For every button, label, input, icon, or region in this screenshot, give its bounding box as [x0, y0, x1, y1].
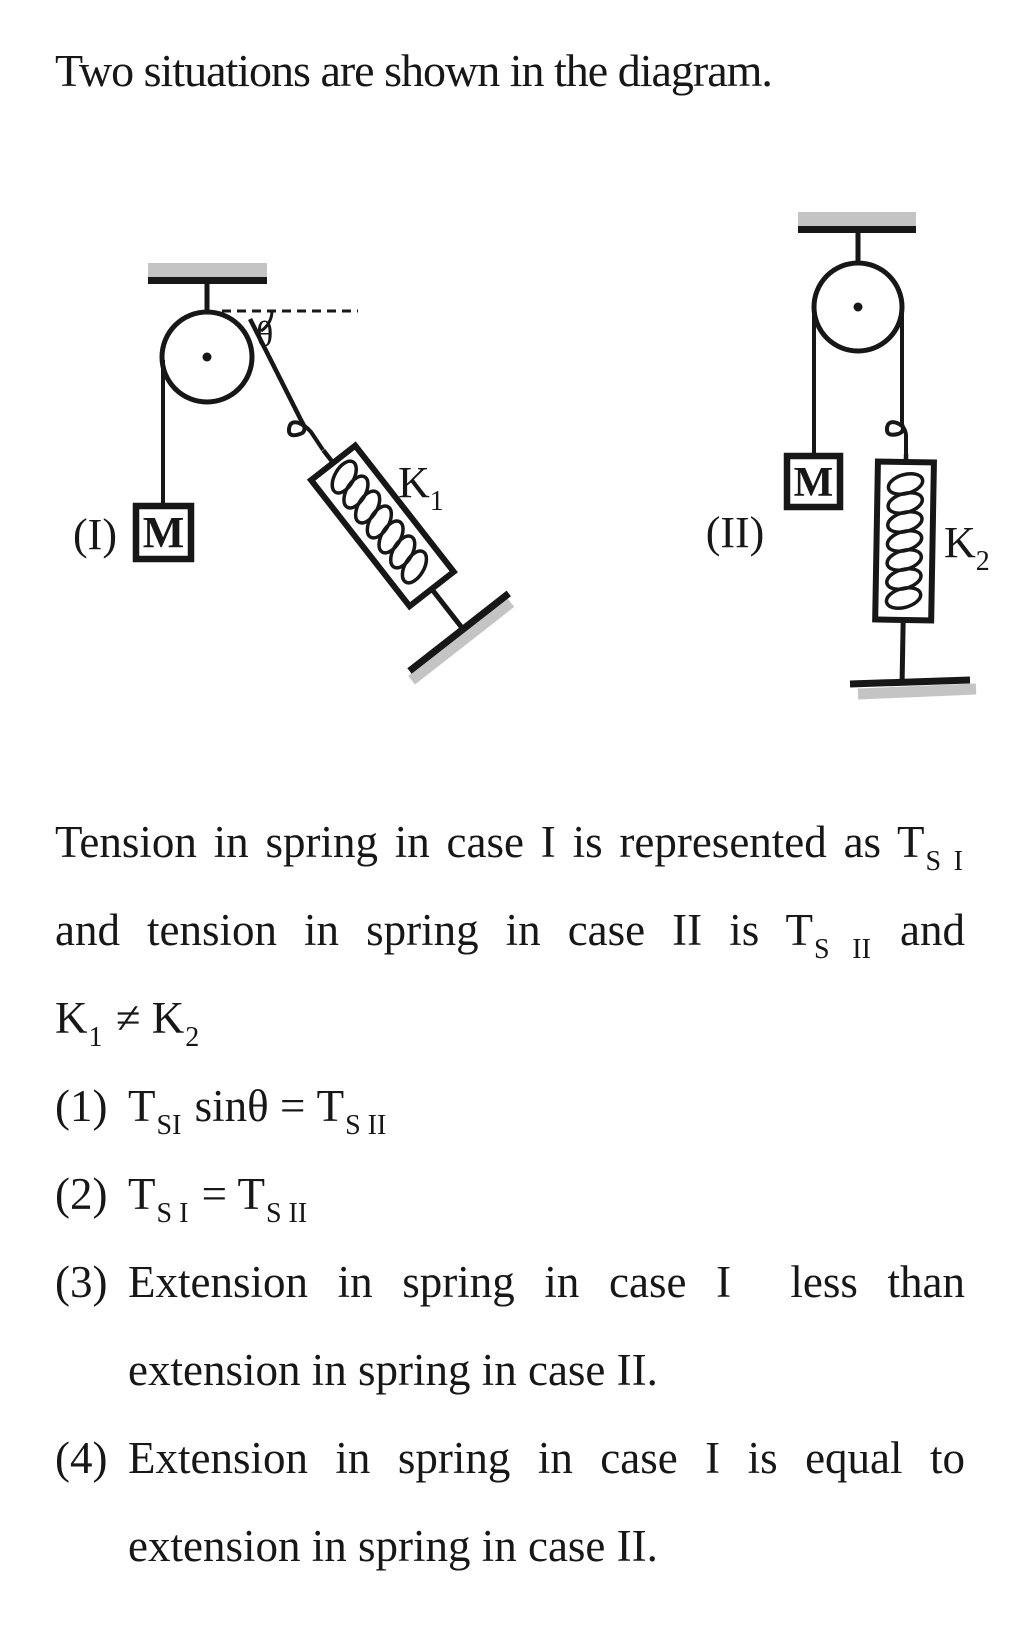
- pulley-axle: [202, 352, 212, 362]
- floor-line: [849, 676, 971, 688]
- option-3-number: (3): [55, 1257, 108, 1307]
- hook-curl: [286, 420, 325, 452]
- coil-loop: [884, 585, 923, 610]
- tension-subscript: S I: [156, 1198, 189, 1229]
- figure-diagrams: θ M (I) K1: [73, 212, 990, 700]
- question-title: Two situations are shown in the diagram.: [55, 45, 773, 96]
- question-text-block: Tension in spring in case I is represent…: [0, 798, 1024, 1590]
- k2-subscript: 2: [185, 1022, 200, 1053]
- mass-box: [132, 502, 195, 563]
- spring-case: [872, 458, 937, 624]
- option-3[interactable]: (3) Extension in spring in case I less th…: [55, 1238, 965, 1326]
- spring-k1: [306, 441, 515, 685]
- spring-out-rod: [899, 619, 906, 683]
- paragraph-text: and tension in spring in case II is T: [55, 905, 813, 955]
- option-text: extension in spring in case II.: [128, 1345, 658, 1395]
- k1-symbol: K: [55, 993, 88, 1043]
- case-2-label: (II): [706, 508, 765, 557]
- string-to-spring: [247, 317, 307, 428]
- case-1-label: (I): [73, 510, 117, 559]
- ceiling-line: [148, 277, 267, 284]
- ceiling-hatch: [148, 263, 267, 278]
- option-4[interactable]: (4) Extension in spring in case I is equa…: [55, 1414, 965, 1502]
- ceiling-hatch: [798, 212, 916, 227]
- tension-subscript: S II: [265, 1198, 308, 1229]
- angle-arc: [260, 310, 274, 333]
- paragraph-line-2: and tension in spring in case II is TS I…: [55, 886, 965, 974]
- option-3-continued[interactable]: extension in spring in case II.: [55, 1326, 965, 1414]
- equation-text: = T: [190, 1169, 265, 1219]
- paragraph-text: Tension in spring in case I is represent…: [55, 817, 925, 867]
- equation-text: T: [128, 1169, 156, 1219]
- mass-label: M: [143, 508, 185, 557]
- diagram-case-1: θ M (I) K1: [73, 263, 515, 685]
- spring-k2-label: K2: [944, 518, 990, 577]
- spring-k2: [872, 453, 937, 683]
- not-equal-text: ≠ K: [104, 993, 185, 1043]
- mass-box: [783, 452, 844, 511]
- mass-label: M: [794, 460, 834, 506]
- paragraph-line-3: K1 ≠ K2: [55, 974, 965, 1062]
- option-text: extension in spring in case II.: [128, 1521, 658, 1571]
- paragraph-text: and: [872, 905, 965, 955]
- tension-subscript: SI: [156, 1110, 182, 1141]
- spring-k1-label: K1: [398, 458, 444, 517]
- paragraph-line-1: Tension in spring in case I is represent…: [55, 798, 965, 886]
- equation-text: T: [128, 1081, 156, 1131]
- option-1[interactable]: (1) TSI sinθ = TS II: [55, 1062, 965, 1150]
- spring-case: [306, 441, 458, 611]
- wall-line: [407, 590, 511, 674]
- tension-subscript: S II: [813, 934, 871, 965]
- option-2[interactable]: (2) TS I = TS II: [55, 1150, 965, 1238]
- option-4-continued[interactable]: extension in spring in case II.: [55, 1502, 965, 1590]
- tension-subscript: S I: [925, 846, 963, 877]
- option-4-number: (4): [55, 1433, 108, 1483]
- coil-loop: [400, 549, 429, 585]
- equation-text: sinθ = T: [183, 1081, 345, 1131]
- floor-hatch: [857, 683, 977, 700]
- pulley-axle: [853, 302, 863, 312]
- option-text: Extension in spring in case I less than: [128, 1257, 965, 1307]
- option-1-number: (1): [55, 1081, 108, 1131]
- wall-hatch: [408, 598, 515, 685]
- diagram-case-2: M (II) K2: [706, 212, 990, 700]
- option-text: Extension in spring in case I is equal t…: [128, 1433, 965, 1483]
- option-2-number: (2): [55, 1169, 108, 1219]
- tension-subscript: S II: [345, 1110, 387, 1141]
- spring-out-rod: [429, 587, 466, 631]
- ceiling-line: [798, 226, 916, 233]
- hook-curl: [884, 420, 908, 454]
- k1-subscript: 1: [88, 1022, 103, 1053]
